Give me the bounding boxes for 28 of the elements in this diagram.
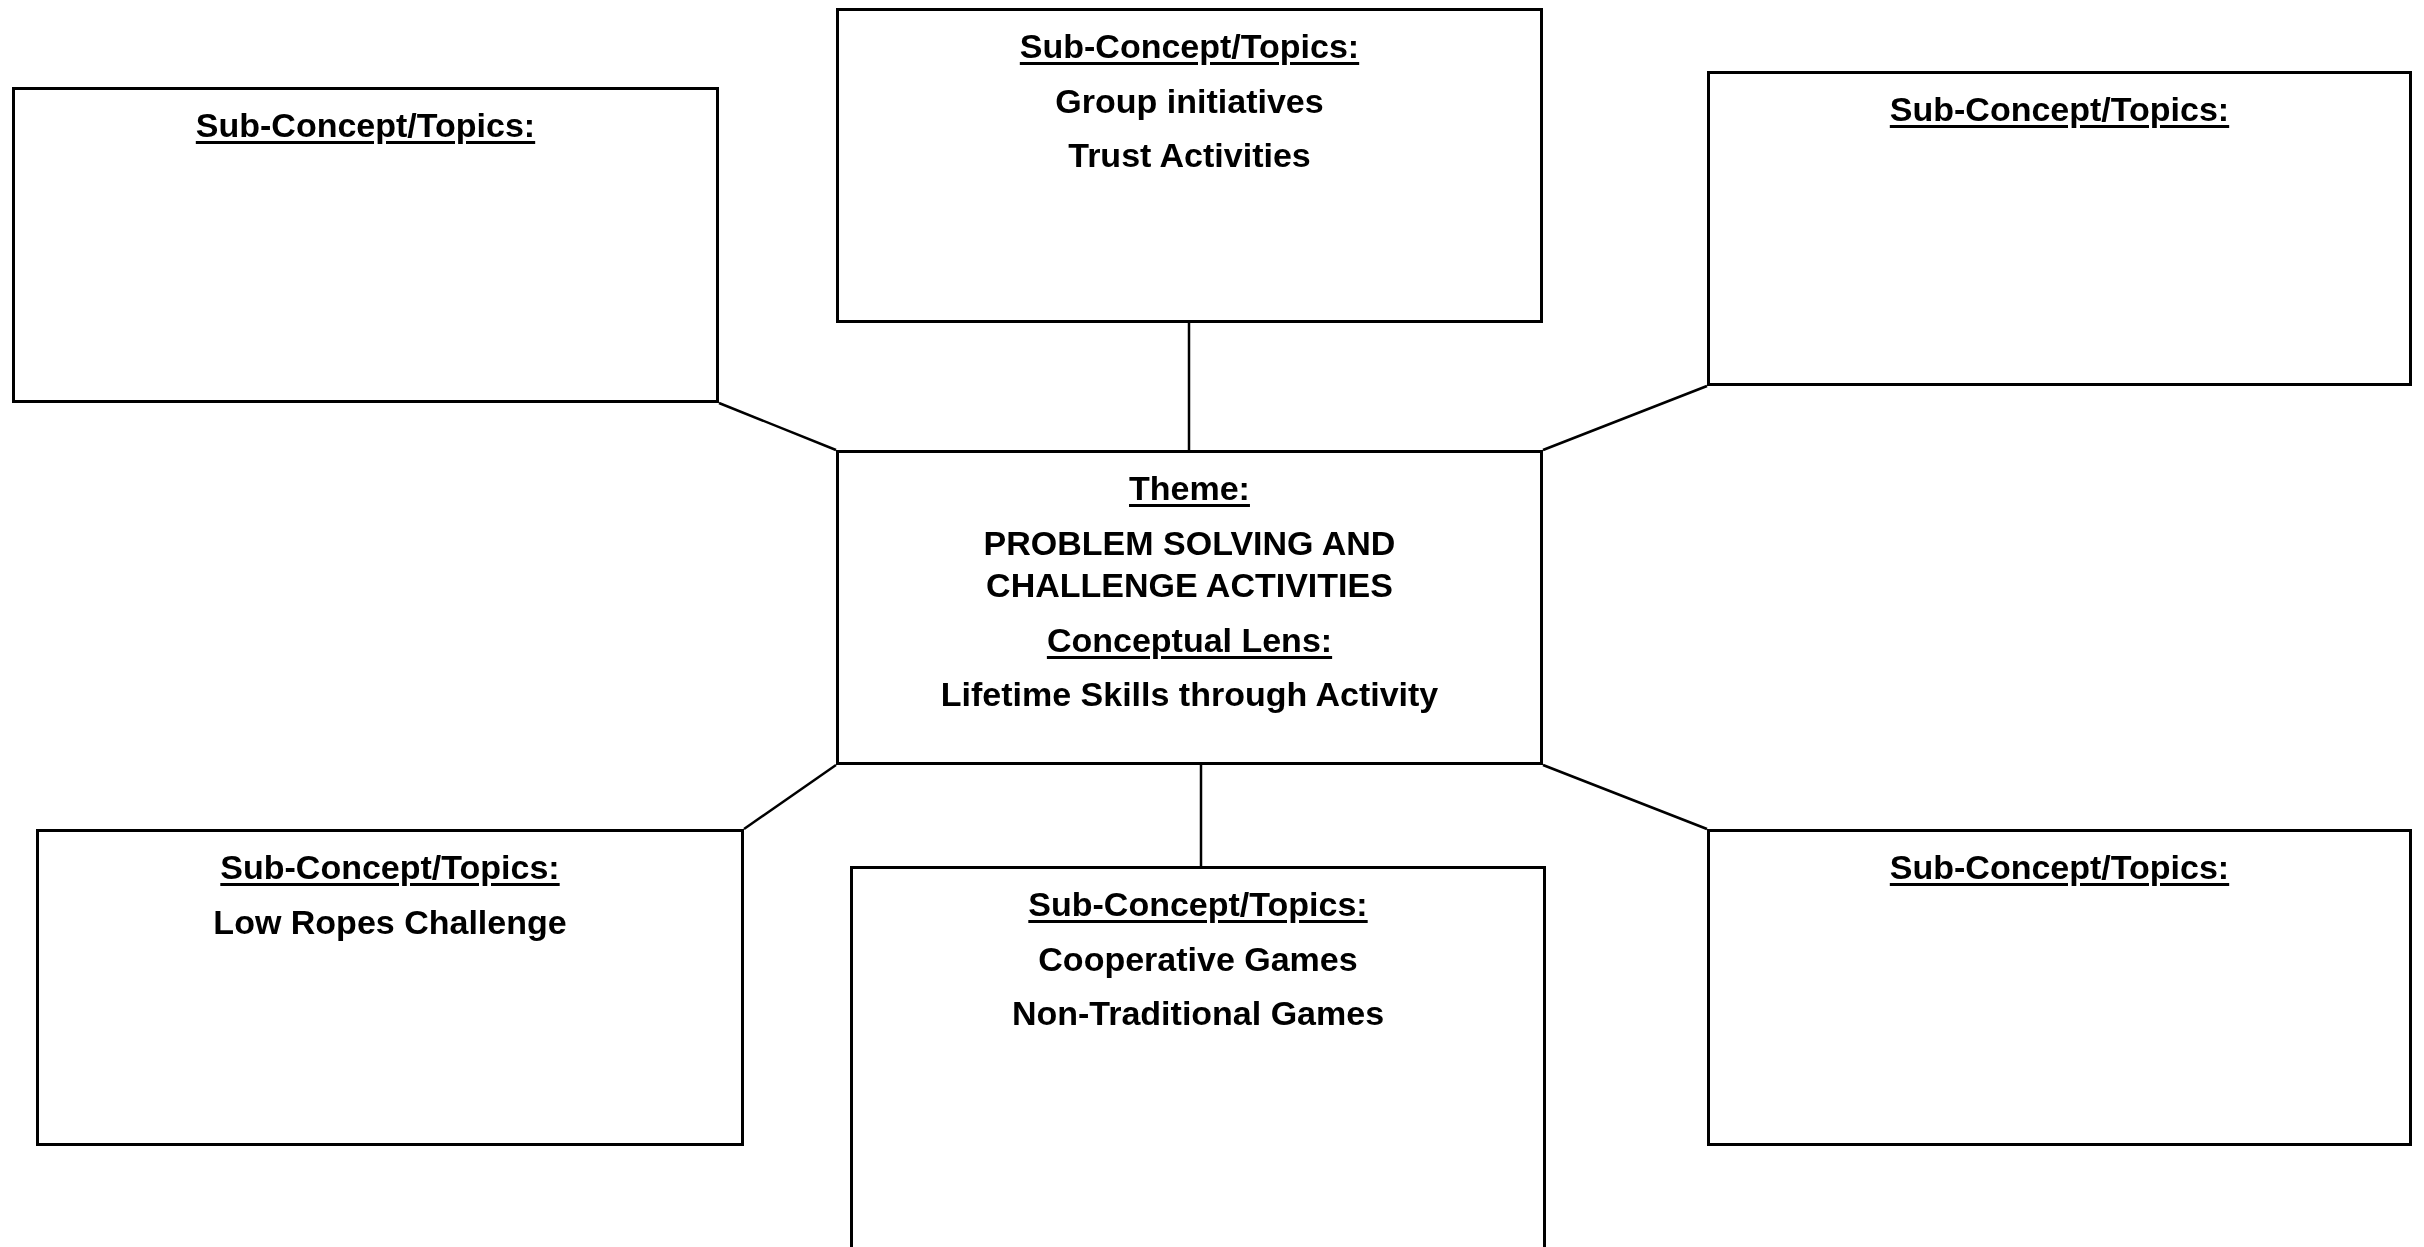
topic-text: Trust Activities <box>1068 135 1311 176</box>
connector-line <box>1542 763 1708 831</box>
connector-line <box>1199 765 1203 866</box>
theme-box <box>836 450 1543 765</box>
topic-box <box>12 87 719 403</box>
connector-line <box>1542 384 1708 452</box>
topic-box <box>836 8 1543 323</box>
heading-text: Sub-Concept/Topics: <box>1889 89 2230 130</box>
connector-line <box>1187 323 1191 450</box>
heading-text: Theme: <box>1129 468 1250 509</box>
topic-text: PROBLEM SOLVING AND CHALLENGE ACTIVITIES <box>982 522 1397 606</box>
heading-text: Sub-Concept/Topics: <box>1889 847 2230 888</box>
heading-text: Sub-Concept/Topics: <box>220 847 560 888</box>
heading-text: Sub-Concept/Topics: <box>1028 884 1368 925</box>
topic-box <box>1707 71 2412 386</box>
topic-box <box>1707 829 2412 1146</box>
topic-box <box>36 829 744 1146</box>
heading-text: Conceptual Lens: <box>1046 619 1333 661</box>
heading-text: Sub-Concept/Topics: <box>195 105 536 146</box>
connector-line <box>718 401 837 452</box>
connector-line <box>743 763 837 831</box>
topic-box <box>850 866 1546 1247</box>
heading-text: Sub-Concept/Topics: <box>1019 26 1360 67</box>
topic-text: Low Ropes Challenge <box>213 901 567 943</box>
topic-text: Cooperative Games <box>1038 938 1358 980</box>
topic-text: Lifetime Skills through Activity <box>940 674 1439 715</box>
topic-text: Group initiatives <box>1055 80 1324 122</box>
topic-text: Non-Traditional Games <box>1011 993 1385 1034</box>
